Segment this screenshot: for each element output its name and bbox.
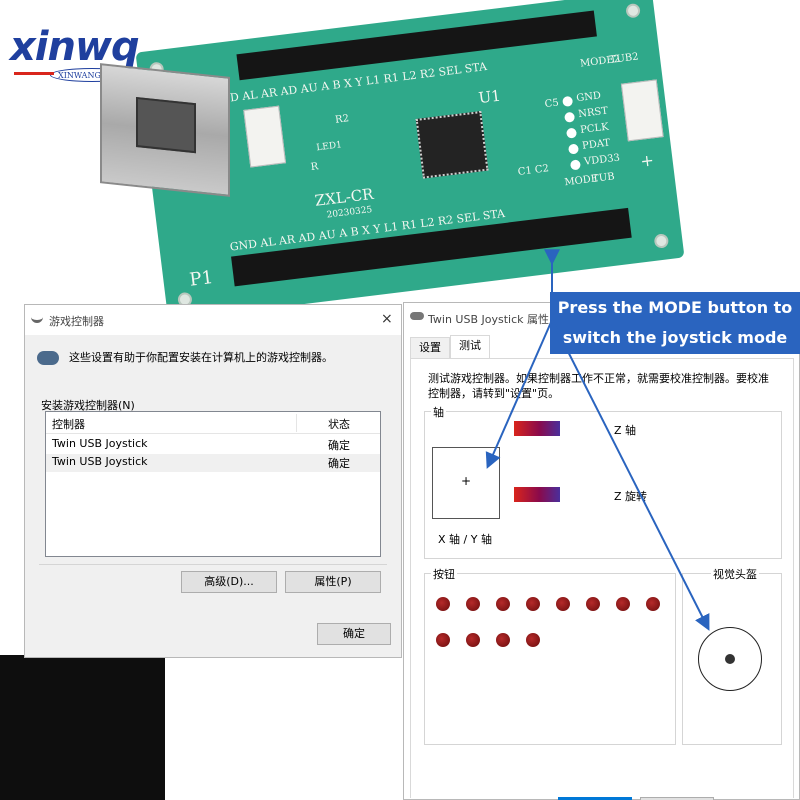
gamepad-icon [410,312,424,320]
button-indicator-9 [436,633,450,647]
controller-list[interactable]: 控制器 状态 Twin USB Joystick 确定 Twin USB Joy… [45,411,381,557]
white-connector-left [243,105,287,168]
pov-center-dot [725,654,735,664]
button-indicator-2 [466,597,480,611]
white-connector-right [620,79,664,142]
microcontroller-chip [415,110,489,179]
brand-logo: xinwq XINWANG [10,24,146,84]
r-label: R [310,161,319,174]
axes-group-label: 轴 [431,404,446,420]
dialog-button-edge [640,797,714,800]
title-bar[interactable]: 游戏控制器 × [25,305,401,335]
joystick-properties-dialog: Twin USB Joystick 属性 × 设置 测试 测试游戏控制器。如果控… [403,302,800,800]
test-pad [565,127,578,139]
description-text: 这些设置有助于你配置安装在计算机上的游戏控制器。 [69,351,333,364]
usb-b-port [100,63,230,197]
controller-name: Twin USB Joystick [52,455,148,468]
tab-settings[interactable]: 设置 [410,337,450,359]
button-indicator-7 [616,597,630,611]
z-rotation-bar [514,487,560,502]
controller-status: 确定 [328,439,350,452]
z-rotation-label: Z 旋转 [614,490,648,503]
xy-axis-box: + [432,447,500,519]
button-indicator-1 [436,597,450,611]
buttons-group: 按钮 [424,566,676,745]
button-indicator-12 [526,633,540,647]
properties-button[interactable]: 属性(P) [285,571,381,593]
c5-label: C5 [544,97,560,111]
background-black-area [0,655,165,800]
button-indicator-11 [496,633,510,647]
gamepad-icon [31,313,43,323]
xy-crosshair: + [461,474,472,488]
button-indicator-4 [526,597,540,611]
window-title: Twin USB Joystick 属性 [428,313,549,326]
test-pad [569,159,582,171]
gamepad-large-icon [37,351,59,365]
close-button[interactable]: × [381,311,393,327]
mode2-label: MODE2 [579,53,621,70]
buttons-group-label: 按钮 [431,566,457,582]
dialog-button-edge [558,797,632,800]
annotation-line-1: Press the MODE button to [557,298,793,317]
pov-hat-indicator [698,627,762,691]
window-title: 游戏控制器 [49,315,104,328]
button-indicator-5 [556,597,570,611]
logo-bar-left [14,72,54,75]
list-header: 控制器 状态 [46,412,380,434]
r2-label: R2 [334,113,350,126]
test-pad [564,111,576,123]
pad-label-pclk: PCLK [579,121,610,137]
test-pad [562,95,574,107]
c1c2-label: C1 C2 [517,163,550,178]
pov-group-label: 视觉头盔 [711,566,759,582]
advanced-button[interactable]: 高级(D)... [181,571,277,593]
test-pad [567,143,580,155]
annotation-callout: Press the MODE button to switch the joys… [550,292,800,354]
button-indicator-10 [466,633,480,647]
z-axis-label: Z 轴 [614,424,637,437]
pov-group: 视觉头盔 [682,566,782,745]
plus-mark: + [639,150,655,171]
p1-label: P1 [188,266,215,291]
ok-button[interactable]: 确定 [317,623,391,645]
tab-test[interactable]: 测试 [450,335,490,359]
xy-axis-label: X 轴 / Y 轴 [438,533,492,546]
installed-controllers-label: 安装游戏控制器(N) [41,399,135,412]
led1-label: LED1 [315,140,343,154]
group-divider [39,405,387,565]
z-axis-bar [514,421,560,436]
controller-status: 确定 [328,457,350,470]
pad-label-vdd33: VDD33 [583,152,621,168]
column-header-controller[interactable]: 控制器 [52,418,85,431]
tub-label: TUB [591,171,616,185]
logo-subtext: XINWANG [58,71,101,80]
button-indicator-8 [646,597,660,611]
product-photo: xinwq XINWANG GND AL AR AD AU A B X Y L1… [0,0,800,310]
annotation-line-2: switch the joystick mode [562,328,788,347]
controller-name: Twin USB Joystick [52,437,148,450]
mount-hole [653,233,670,249]
mount-hole [625,2,641,19]
game-controllers-dialog: 游戏控制器 × 这些设置有助于你配置安装在计算机上的游戏控制器。 安装游戏控制器… [24,304,402,658]
button-indicator-6 [586,597,600,611]
column-header-status[interactable]: 状态 [328,418,350,431]
u1-label: U1 [477,86,502,108]
list-item[interactable]: Twin USB Joystick 确定 [46,436,380,454]
pad-label-nrst: NRST [577,105,609,121]
logo-text: xinwq [10,24,140,70]
test-description: 测试游戏控制器。如果控制器工作不正常，就需要校准控制器。要校准控制器，请转到"设… [428,372,769,400]
pad-label-pdat: PDAT [581,137,611,152]
button-indicator-3 [496,597,510,611]
list-item[interactable]: Twin USB Joystick 确定 [46,454,380,472]
pad-label-gnd: GND [575,90,602,105]
